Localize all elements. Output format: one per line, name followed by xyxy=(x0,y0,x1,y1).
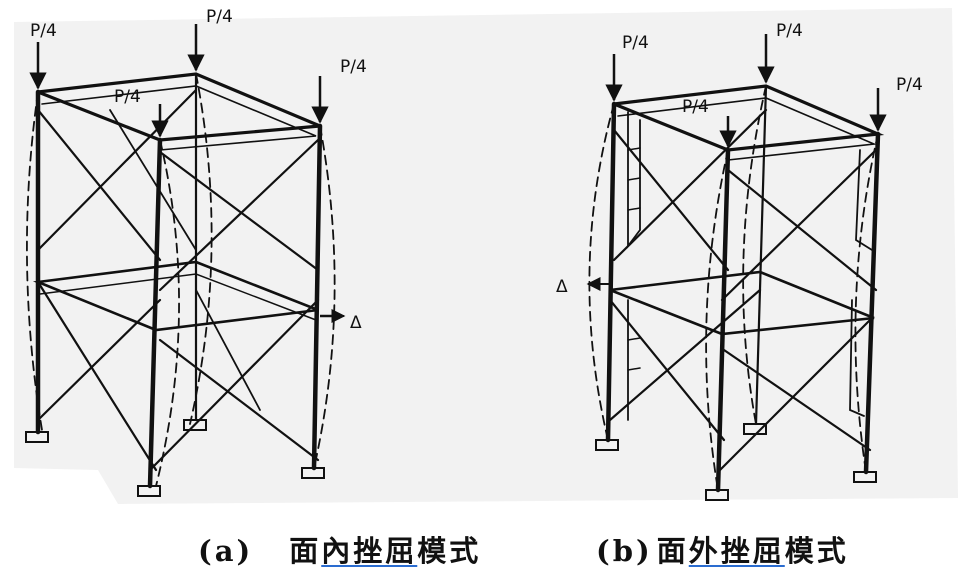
caption-b-text-post: 模式 xyxy=(784,534,849,568)
deflection-label: Δ xyxy=(350,313,362,333)
load-label: P/4 xyxy=(622,33,649,53)
caption-b-id: (b) xyxy=(596,534,653,568)
load-label: P/4 xyxy=(682,97,709,117)
caption-b-link[interactable]: 外挫屈 xyxy=(688,534,785,568)
caption-b-text-pre: 面 xyxy=(656,534,689,568)
right-scaffold-frame xyxy=(588,84,885,501)
caption-a-link[interactable]: 內挫屈 xyxy=(321,534,418,568)
load-label: P/4 xyxy=(114,87,141,107)
load-label: P/4 xyxy=(206,7,233,27)
load-label: P/4 xyxy=(30,21,57,41)
caption-a-id: (a) xyxy=(198,534,254,568)
load-label: P/4 xyxy=(896,75,923,95)
deflection-label: Δ xyxy=(556,277,568,297)
load-label: P/4 xyxy=(340,57,367,77)
caption-b: (b)面外挫屈模式 xyxy=(596,528,849,572)
load-label: P/4 xyxy=(776,21,803,41)
caption-a-text-post: 模式 xyxy=(417,534,482,568)
caption-a-text-pre: 面 xyxy=(289,534,322,568)
left-load-arrows xyxy=(29,24,346,323)
caption-a: (a) 面內挫屈模式 xyxy=(198,528,481,572)
buckling-diagram: P/4 P/4 P/4 P/4 Δ xyxy=(14,7,958,504)
right-load-arrows xyxy=(586,34,887,291)
left-scaffold-frame xyxy=(25,72,336,497)
